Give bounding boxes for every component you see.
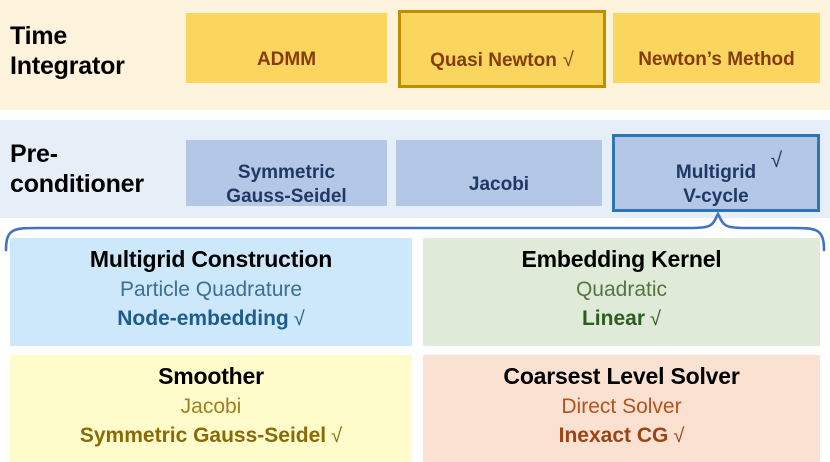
option-quasi-newton-label: Quasi Newton — [430, 50, 557, 72]
option-multigrid-v-cycle[interactable]: Multigrid V-cycle √ — [612, 134, 820, 212]
panel-option-inexact-cg[interactable]: Inexact CG√ — [559, 423, 685, 449]
option-quasi-newton-inner: Quasi Newton√ — [430, 25, 574, 73]
panel-option-linear-label: Linear — [581, 306, 646, 330]
check-icon-multigrid-v-cycle: √ — [770, 149, 783, 173]
option-jacobi-preconditioner-label: Jacobi — [468, 174, 530, 195]
panel-option-symmetric-gauss-seidel-smoother[interactable]: Symmetric Gauss-Seidel√ — [80, 423, 342, 449]
option-symmetric-gauss-seidel-label: Symmetric Gauss-Seidel — [226, 162, 347, 207]
check-icon-quasi-newton: √ — [562, 49, 574, 72]
panel-option-jacobi-smoother[interactable]: Jacobi — [181, 394, 242, 420]
option-symmetric-gauss-seidel[interactable]: Symmetric Gauss-Seidel — [186, 138, 387, 208]
option-jacobi-preconditioner[interactable]: Jacobi — [396, 140, 602, 206]
panel-embedding-kernel[interactable]: Embedding Kernel Quadratic Linear√ — [423, 238, 820, 346]
option-newtons-method[interactable]: Newton’s Method — [613, 13, 820, 83]
panel-option-particle-quadrature-label: Particle Quadrature — [119, 277, 303, 301]
check-icon-node-embedding: √ — [293, 307, 305, 330]
panel-option-particle-quadrature[interactable]: Particle Quadrature — [120, 277, 302, 303]
option-quasi-newton[interactable]: Quasi Newton√ — [398, 10, 606, 88]
option-multigrid-v-cycle-label: Multigrid V-cycle — [675, 162, 757, 207]
option-newtons-method-label: Newton’s Method — [638, 49, 795, 70]
option-multigrid-v-cycle-inner: Multigrid V-cycle √ — [675, 138, 782, 208]
panel-title-multigrid-construction: Multigrid Construction — [89, 246, 333, 272]
panel-coarsest-level-solver[interactable]: Coarsest Level Solver Direct Solver Inex… — [423, 355, 820, 462]
panel-option-node-embedding[interactable]: Node-embedding√ — [117, 306, 304, 332]
option-symmetric-gauss-seidel-inner: Symmetric Gauss-Seidel — [226, 138, 346, 208]
option-jacobi-preconditioner-inner: Jacobi — [469, 150, 529, 196]
band-label-preconditioner: Pre- conditioner — [10, 140, 144, 198]
panel-option-node-embedding-label: Node-embedding — [117, 306, 289, 330]
panel-smoother[interactable]: Smoother Jacobi Symmetric Gauss-Seidel√ — [10, 355, 412, 462]
band-label-time-integrator: Time Integrator — [10, 22, 125, 80]
panel-multigrid-construction[interactable]: Multigrid Construction Particle Quadratu… — [10, 238, 412, 346]
panel-option-jacobi-smoother-label: Jacobi — [180, 394, 242, 418]
panel-title-smoother: Smoother — [158, 363, 264, 389]
panel-option-quadratic-label: Quadratic — [575, 277, 668, 301]
option-admm[interactable]: ADMM — [186, 13, 387, 83]
option-admm-inner: ADMM — [257, 25, 316, 71]
panel-title-embedding-kernel: Embedding Kernel — [521, 246, 722, 272]
panel-option-linear[interactable]: Linear√ — [582, 306, 661, 332]
option-admm-label: ADMM — [256, 49, 317, 70]
check-icon-linear: √ — [650, 307, 661, 330]
panel-option-quadratic[interactable]: Quadratic — [576, 277, 667, 303]
check-icon-symmetric-gauss-seidel: √ — [331, 424, 343, 447]
option-newtons-method-inner: Newton’s Method — [638, 25, 795, 71]
check-icon-inexact-cg: √ — [673, 424, 685, 447]
panel-option-inexact-cg-label: Inexact CG — [558, 423, 669, 447]
panel-option-symmetric-gauss-seidel-smoother-label: Symmetric Gauss-Seidel — [79, 423, 327, 447]
panel-option-direct-solver[interactable]: Direct Solver — [561, 394, 681, 420]
panel-title-coarsest-level-solver: Coarsest Level Solver — [503, 363, 740, 389]
panel-option-direct-solver-label: Direct Solver — [561, 394, 682, 418]
